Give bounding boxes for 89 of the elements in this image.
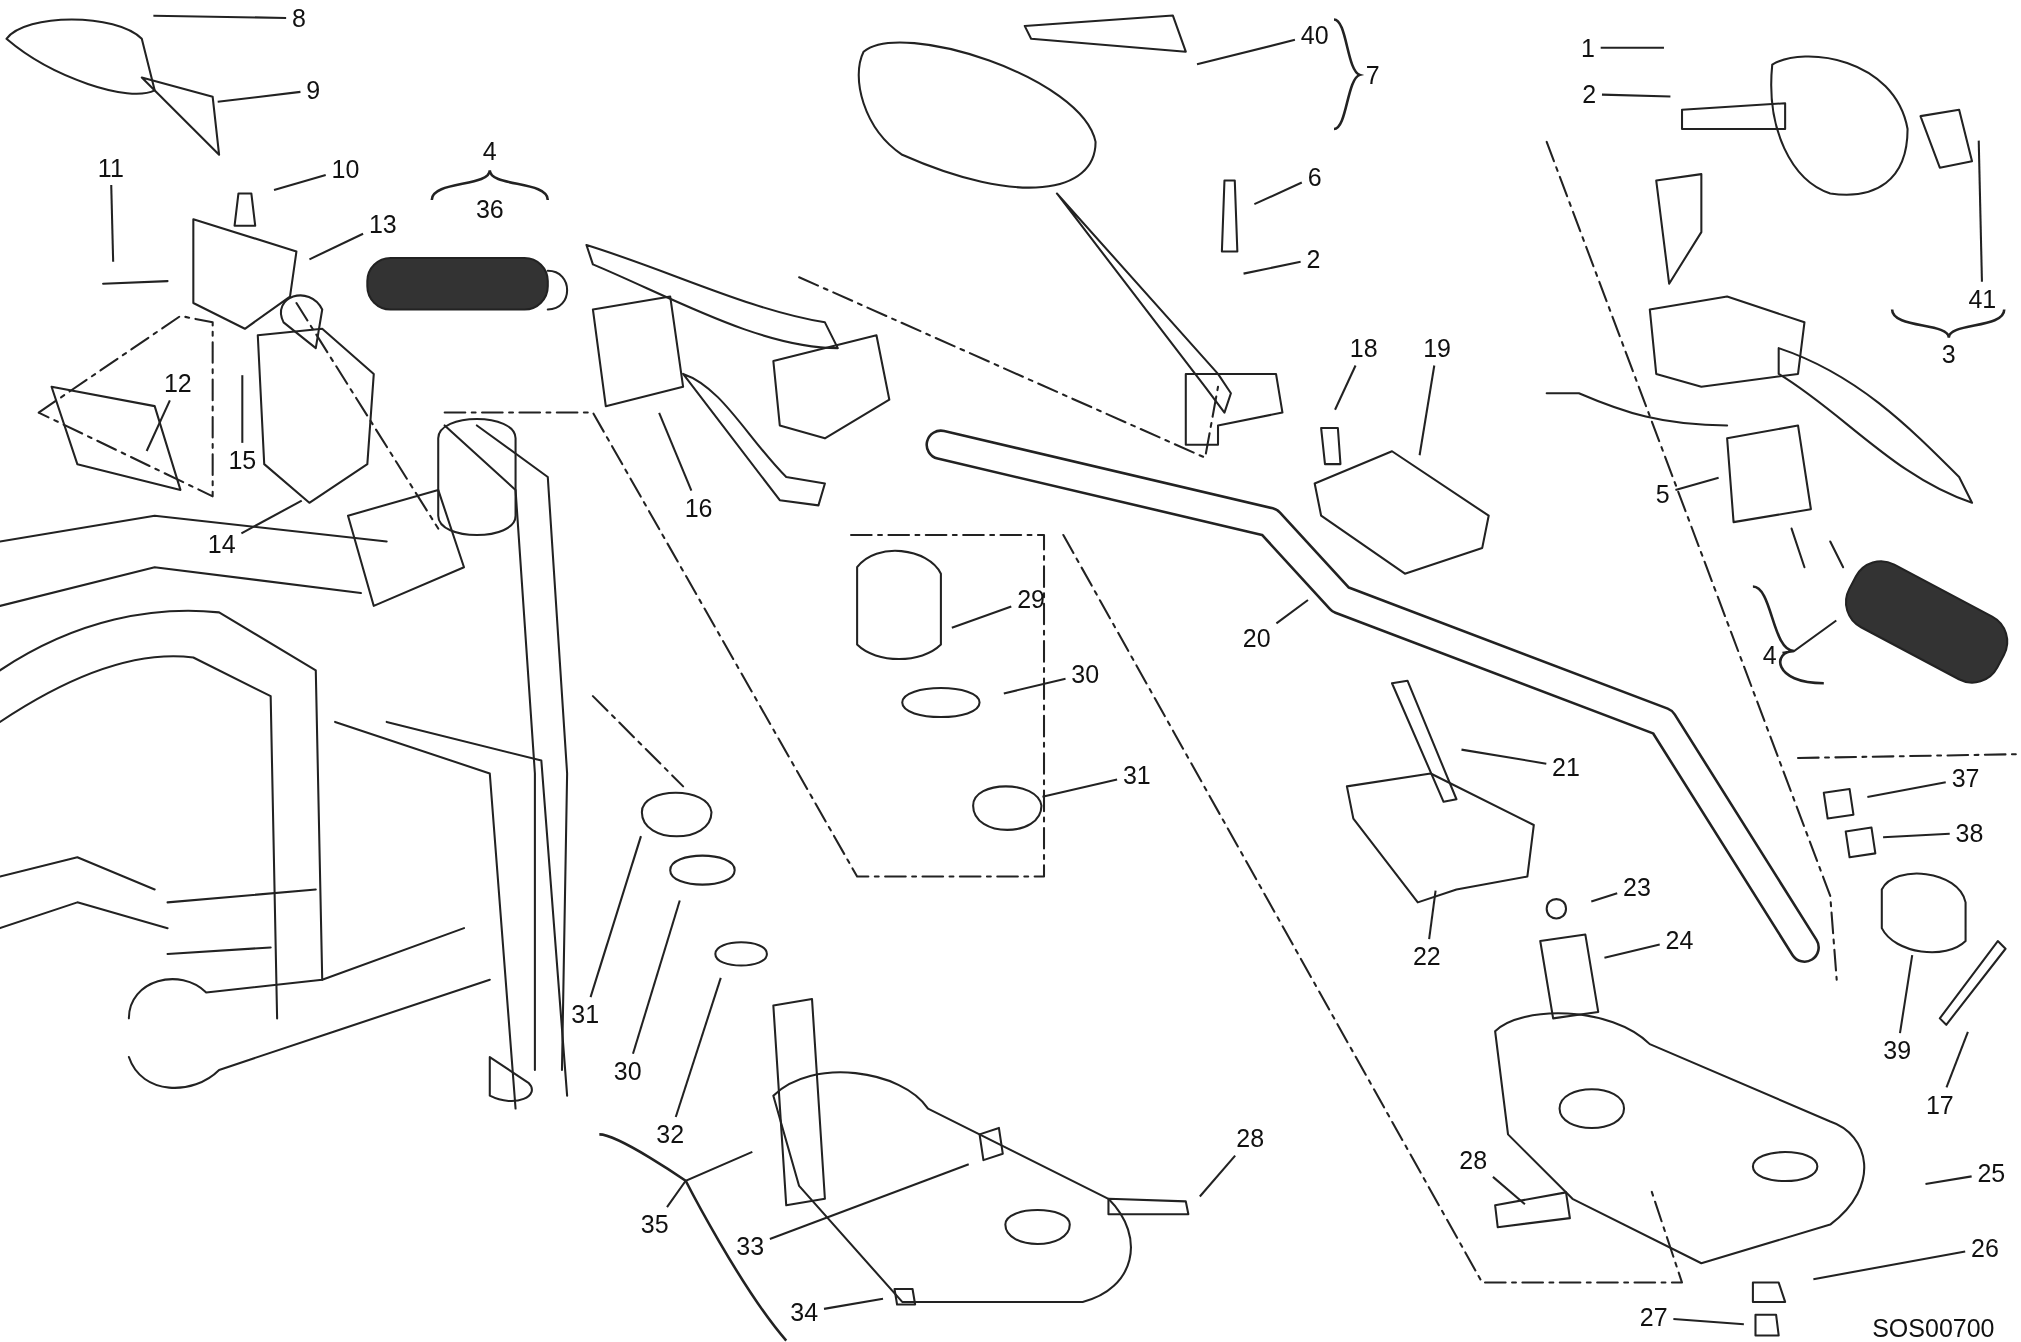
leader-line [1883, 832, 1950, 839]
callout-number: 9 [304, 76, 323, 104]
leader-line [1461, 748, 1547, 765]
leader-line [1042, 778, 1118, 798]
callout-number: 21 [1550, 753, 1582, 781]
leader-line [309, 232, 364, 261]
callout-number: 11 [95, 154, 126, 182]
callout-number: 32 [654, 1120, 687, 1148]
leader-line [1275, 599, 1309, 625]
leader-line [1867, 781, 1946, 799]
leader-line [1492, 1176, 1526, 1205]
callout-number: 13 [366, 210, 399, 238]
callout-number: 6 [1305, 163, 1324, 191]
callout-number: 28 [1457, 1146, 1490, 1174]
leader-line [1418, 365, 1436, 456]
callout-number: 39 [1881, 1036, 1914, 1064]
callout-number: 37 [1949, 765, 1982, 792]
leader-line [1334, 365, 1357, 411]
callout-number: 17 [1923, 1091, 1956, 1119]
leader-line [1601, 93, 1671, 98]
leader-line [1600, 46, 1664, 49]
leader-line [666, 1150, 753, 1208]
leader-line [241, 375, 244, 443]
callout-number: 23 [1621, 873, 1653, 901]
callout-number: 7 [1364, 61, 1381, 89]
callout-number: 19 [1421, 334, 1454, 362]
callout-number: 31 [1120, 761, 1153, 789]
callout-number: 27 [1637, 1303, 1670, 1331]
callout-number: 35 [638, 1210, 671, 1238]
callout-number: 38 [1953, 819, 1986, 847]
callout-number: 4 [1760, 641, 1779, 669]
leader-line [823, 1297, 884, 1310]
leader-line [632, 900, 681, 1055]
leader-line [240, 499, 303, 535]
leader-line [1253, 181, 1303, 206]
leader-line [1898, 954, 1914, 1034]
callout-number: 5 [1653, 480, 1672, 508]
callout-number: 15 [226, 446, 259, 474]
drawing-code: SOS00700 [1871, 1314, 1996, 1342]
callout-number: 8 [290, 4, 308, 32]
callout-number: 40 [1298, 21, 1331, 49]
callout-number: 25 [1975, 1159, 2008, 1187]
leader-line [658, 412, 693, 491]
callout-number: 12 [161, 369, 194, 397]
callout-number: 33 [734, 1232, 767, 1260]
callout-number: 41 [1966, 285, 1999, 313]
leader-line [153, 14, 287, 19]
callout-number: 16 [682, 494, 715, 522]
leader-line [1196, 38, 1296, 66]
leader-line [273, 173, 326, 192]
leader-line [1782, 619, 1837, 654]
callout-number: 36 [474, 195, 505, 223]
callout-number: 14 [205, 530, 238, 558]
callout-number: 2 [1580, 80, 1599, 108]
leader-line [1003, 677, 1066, 695]
leader-line [1243, 260, 1301, 275]
leader-line [1673, 1317, 1744, 1326]
leader-line [1813, 1250, 1966, 1281]
callout-number: 4 [481, 137, 498, 165]
leader-line [1590, 892, 1618, 903]
callout-number: 31 [569, 1000, 602, 1028]
callout-number: 20 [1240, 624, 1273, 652]
leader-line [110, 185, 115, 262]
leader-line [1925, 1175, 1972, 1185]
callout-number: 18 [1347, 334, 1380, 362]
leader-line [217, 90, 301, 103]
callout-number: 34 [788, 1298, 821, 1326]
leader-line [674, 977, 722, 1118]
callout-number: 30 [611, 1057, 644, 1085]
leader-line [1675, 476, 1719, 492]
callout-number: 2 [1304, 245, 1323, 273]
leader-line [589, 835, 642, 998]
leader-line [951, 605, 1012, 629]
callout-number: 1 [1578, 34, 1597, 62]
callout-number: 24 [1663, 926, 1696, 954]
leader-line [1604, 943, 1660, 959]
leader-line [145, 399, 171, 452]
callout-number: 3 [1940, 340, 1957, 368]
callout-number: 28 [1234, 1124, 1267, 1152]
callout-number: 29 [1015, 585, 1047, 613]
leader-line [1199, 1154, 1236, 1198]
leader-line [1428, 890, 1437, 940]
leader-line [769, 1163, 970, 1240]
callout-number: 10 [329, 155, 362, 183]
callout-number: 22 [1410, 942, 1443, 970]
callout-number: 26 [1969, 1234, 2001, 1262]
leader-line [1945, 1031, 1969, 1088]
leader-line [1977, 140, 1983, 282]
callout-number: 30 [1069, 660, 1102, 688]
